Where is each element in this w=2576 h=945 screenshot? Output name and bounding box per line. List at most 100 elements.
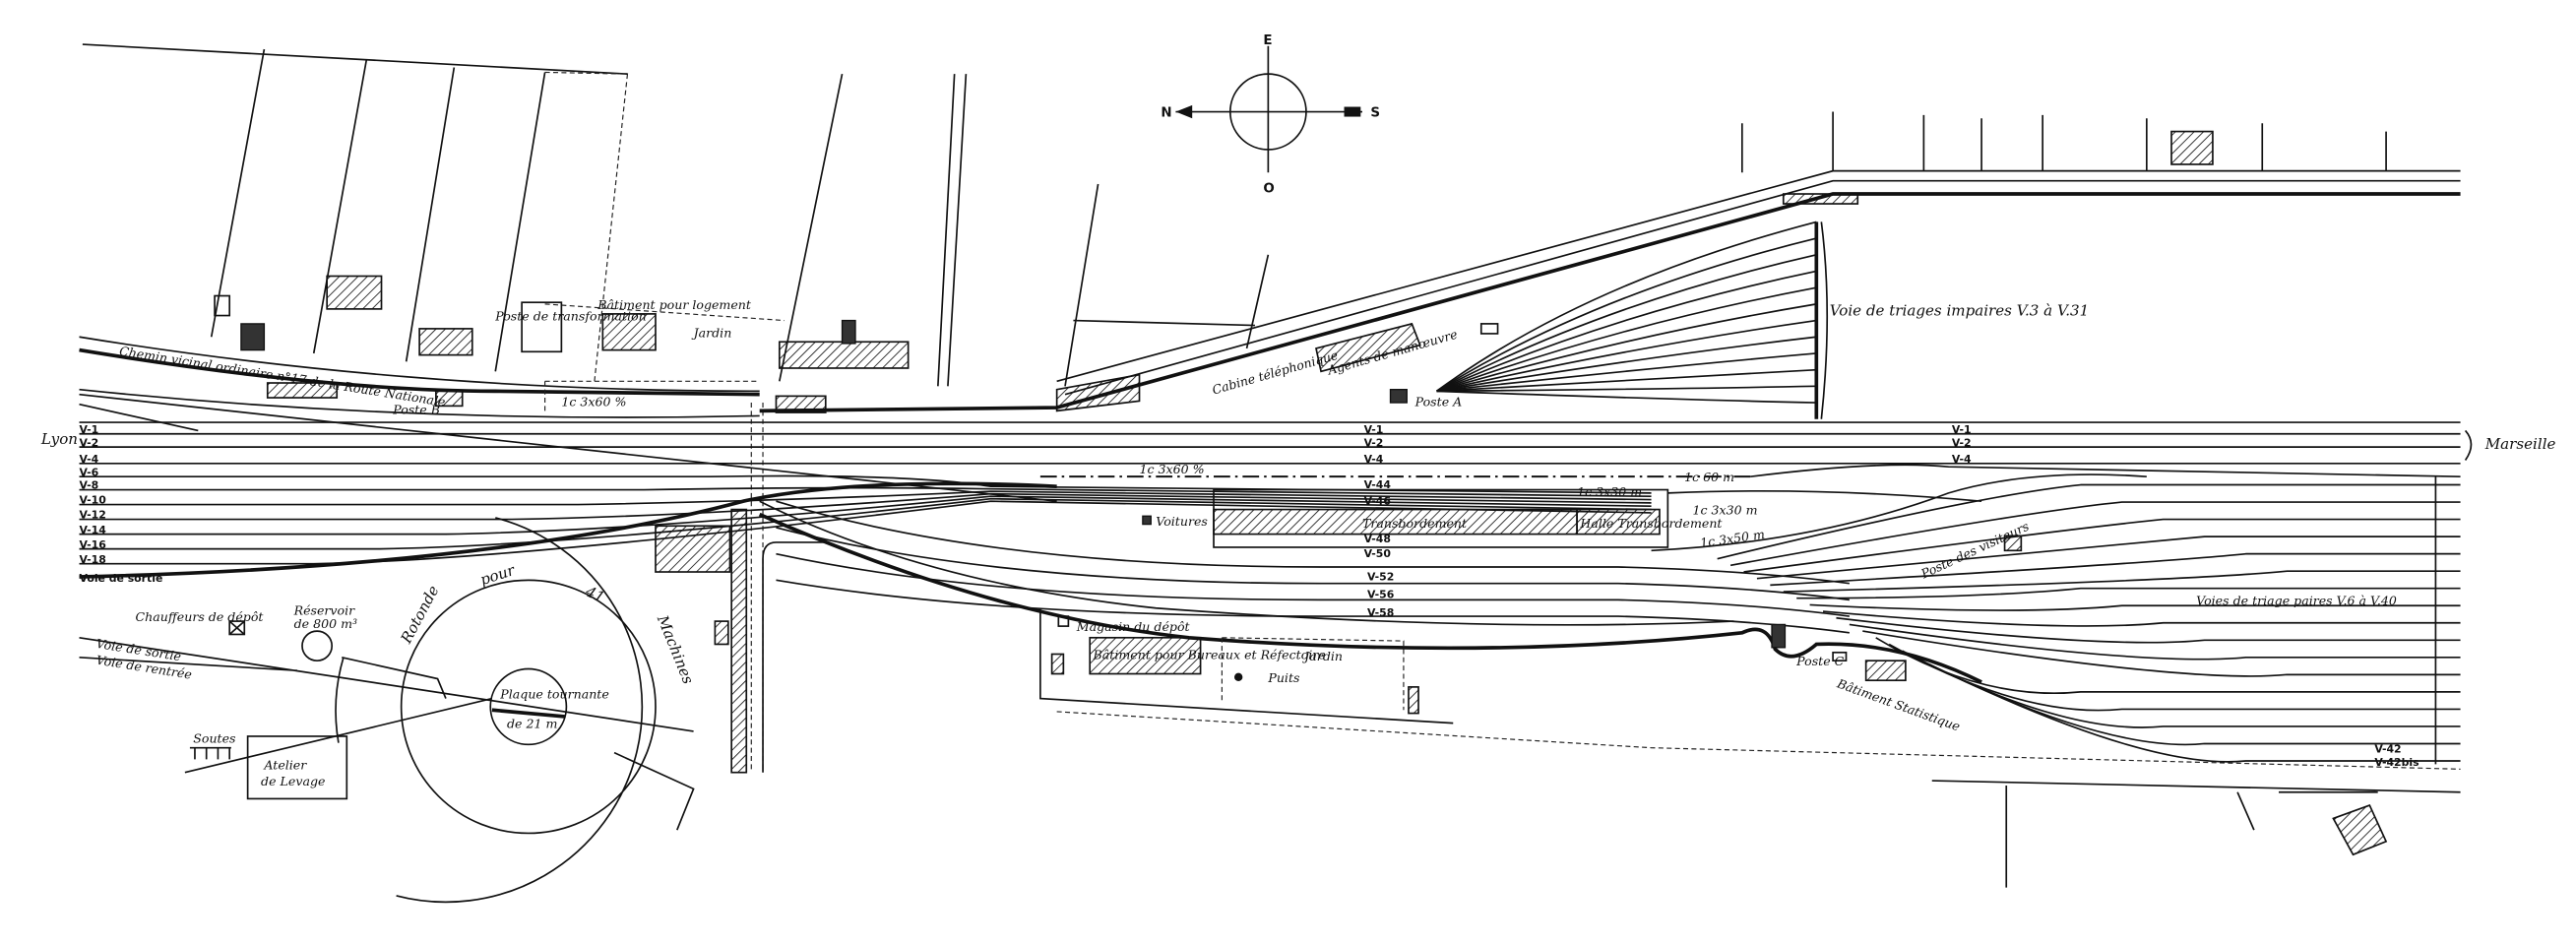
track-line	[1436, 237, 1817, 393]
plaque-tournante	[489, 667, 568, 746]
track-line	[776, 552, 1850, 617]
reservoir	[301, 630, 334, 662]
track-line	[1783, 570, 2461, 593]
halle-building	[1576, 508, 1661, 536]
track-line	[1750, 464, 2461, 478]
center-tracks	[776, 473, 2147, 634]
label-puits: Puits	[1267, 670, 1300, 685]
label-dimension-top: 1c 3x60 %	[561, 394, 626, 409]
building	[841, 319, 856, 345]
label-cabine: Cabine téléphonique	[1211, 347, 1340, 398]
batiment-logement	[601, 313, 657, 351]
compass-east: E	[1263, 33, 1272, 48]
label-statistique: Bâtiment Statistique	[1834, 675, 1962, 733]
poste-a-building	[1389, 389, 1408, 404]
track-line	[79, 497, 1652, 550]
track-label-bottom: V-56	[1367, 589, 1394, 601]
compass-west: O	[1263, 181, 1274, 196]
building	[418, 328, 473, 356]
track-line	[776, 579, 1850, 634]
track-label-left: V-16	[80, 538, 106, 551]
agents-manoeuvre-building	[1315, 322, 1421, 373]
label-jardin-bottom: Jardin	[1301, 649, 1343, 663]
label-batiment-logement: Bâtiment pour logement	[597, 297, 752, 312]
track-line	[1436, 286, 1817, 393]
batiment-bureaux	[1089, 636, 1202, 675]
track-line	[1435, 220, 1817, 393]
center-structures	[655, 475, 2023, 774]
label-rotonde-41: 41	[582, 582, 607, 606]
track-line	[1436, 270, 1817, 393]
track-label-left: V-2	[80, 436, 99, 449]
label-poste-c: Poste C	[1795, 654, 1844, 668]
label-reservoir: Réservoir	[293, 602, 356, 617]
track-line	[776, 527, 1850, 601]
track-line	[1756, 536, 2461, 580]
track-label-left: V-18	[80, 553, 106, 566]
track-label-inner: V-46	[1364, 495, 1391, 508]
compass-rose: N S E O	[1161, 33, 1380, 196]
track-label-left: V-1	[80, 423, 99, 436]
label-halle: Halle Transbordement	[1579, 516, 1723, 531]
track-label-left: V-6	[80, 466, 99, 478]
parcels	[82, 43, 2387, 387]
label-v42: V-42	[2374, 743, 2401, 756]
track-line	[79, 481, 1057, 579]
label-chauffeurs: Chauffeurs de dépôt	[136, 609, 265, 624]
label-poste-transformation: Poste de transformation	[494, 309, 647, 324]
track-line	[1836, 616, 2461, 644]
track-line	[79, 495, 1652, 536]
main-tracks	[79, 393, 2461, 579]
track-labels: V-1V-2V-4V-6V-8V-10V-12V-14V-16V-18V-1V-…	[80, 423, 1973, 619]
track-label-left: V-14	[80, 524, 107, 536]
labels: Lyon Marseille Voie de triages impaires …	[40, 297, 2556, 788]
label-dimension-60: 1c 60 m	[1684, 470, 1734, 484]
north-arrow-icon	[1175, 104, 1193, 119]
south-arrow-icon	[1344, 106, 1361, 117]
building	[326, 275, 383, 310]
track-line	[1729, 501, 2461, 567]
label-dimension-330b: 1c 3x30 m	[1693, 503, 1758, 518]
track-line	[1717, 483, 2461, 560]
label-triages-impaires: Voie de triages impaires V.3 à V.31	[1830, 302, 2089, 320]
label-bureaux: Bâtiment pour Bureaux et Réfectoire	[1093, 648, 1326, 662]
road	[79, 336, 827, 773]
track-label-bottom: V-52	[1367, 570, 1394, 583]
track-line	[1667, 489, 1982, 503]
compass-north: N	[1161, 106, 1171, 121]
label-marseille: Marseille	[2484, 435, 2556, 453]
dortoir-building	[655, 525, 731, 573]
track-label-bottom: V-58	[1367, 606, 1394, 619]
track-line	[1436, 253, 1817, 393]
track-label-left: V-12	[80, 509, 106, 522]
track-line	[1809, 603, 2461, 611]
track-line	[1875, 637, 2461, 695]
track-line	[1436, 303, 1817, 393]
track-label-right: V-2	[1952, 436, 1972, 449]
label-soutes: Soutes	[193, 731, 236, 746]
label-voitures: Voitures	[1156, 514, 1208, 529]
track-line	[1796, 587, 2461, 599]
label-dimension-dd: 1c 3x60 %	[1140, 462, 1205, 476]
building	[214, 294, 231, 317]
poste-transformation-building	[521, 301, 563, 353]
label-plaque: Plaque tournante	[499, 687, 609, 702]
atelier-levage	[246, 735, 348, 800]
track-label-inner: V-48	[1364, 533, 1391, 545]
label-v42bis: V-42bis	[2374, 756, 2419, 769]
label-atelier: Atelier	[263, 757, 307, 772]
track-line	[1436, 336, 1817, 393]
track-label-left: V-8	[80, 479, 99, 492]
track-label-center: V-2	[1364, 436, 1384, 449]
track-line	[776, 500, 1850, 585]
track-line	[1862, 630, 2461, 677]
track-label-left: V-4	[80, 453, 99, 466]
track-line	[1928, 662, 2461, 763]
label-dimension-330a: 1c 3x30 m	[1577, 484, 1642, 499]
label-poste-a: Poste A	[1414, 394, 1463, 409]
track-label-right: V-1	[1952, 423, 1972, 436]
label-rotonde: Rotonde	[397, 583, 442, 648]
track-label-center: V-1	[1364, 423, 1384, 436]
label-poste-b: Poste B	[392, 403, 440, 417]
